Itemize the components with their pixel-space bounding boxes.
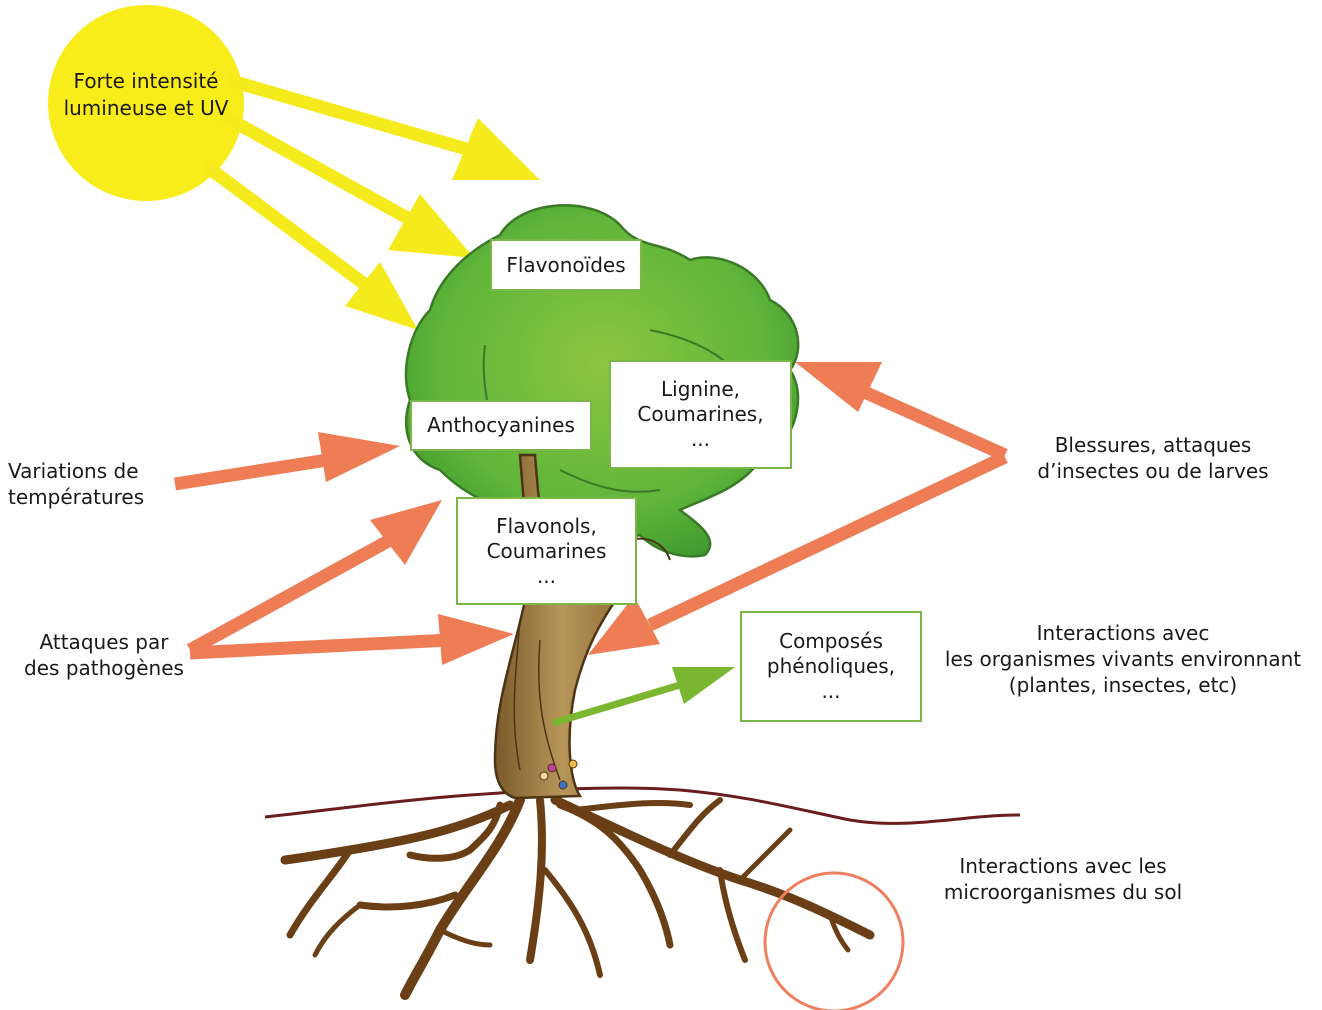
label-pathogenes-line1: Attaques par [39, 630, 169, 654]
label-pathogenes-line2: des pathogènes [24, 656, 184, 680]
sun-label-line2: lumineuse et UV [63, 96, 229, 120]
box-flavonoides-line: Flavonoïdes [506, 252, 626, 277]
roots [280, 795, 875, 1000]
box-flavonols-line1: Flavonols, [496, 513, 597, 538]
box-composes: Composés phénoliques, ... [740, 611, 922, 722]
box-flavonols-line3: ... [536, 563, 557, 588]
soil-line [264, 786, 1021, 825]
sun-arrows [201, 73, 540, 330]
label-blessures: Blessures, attaques d’insectes ou de lar… [1015, 432, 1291, 484]
box-lignine-line2: Coumarines, [637, 402, 764, 426]
label-interactions-vivants-line2: les organismes vivants environnant [944, 647, 1302, 671]
box-lignine-line1: Lignine, [661, 377, 740, 401]
green-arrow [551, 667, 735, 727]
box-flavonols: Flavonols, Coumarines ... [456, 497, 637, 605]
label-interactions-sol-line2: microorganismes du sol [943, 880, 1183, 904]
sun-label: Forte intensité lumineuse et UV [48, 68, 244, 122]
label-interactions-vivants-line1: Interactions avec [1036, 621, 1210, 645]
label-interactions-sol-line1: Interactions avec les [959, 854, 1167, 878]
label-interactions-sol: Interactions avec les microorganismes du… [920, 853, 1206, 905]
box-anthocyanines: Anthocyanines [410, 400, 592, 451]
box-lignine: Lignine, Coumarines, ... [609, 360, 792, 469]
phenolic-dots [539, 759, 578, 790]
box-flavonols-line2: Coumarines [486, 538, 607, 563]
box-composes-line2: phénoliques, [766, 654, 896, 678]
sun-label-line1: Forte intensité [73, 69, 219, 93]
sun [48, 5, 244, 201]
label-pathogenes: Attaques par des pathogènes [14, 629, 194, 681]
label-blessures-line2: d’insectes ou de larves [1037, 459, 1269, 483]
label-temperatures: Variations de températures [8, 458, 144, 510]
box-lignine-line3: ... [690, 427, 711, 451]
stress-arrows [173, 362, 1008, 665]
label-temperatures-line2: températures [8, 485, 145, 509]
box-composes-line1: Composés [779, 629, 883, 653]
soil-microorganism-circle [763, 871, 905, 1010]
box-flavonoides: Flavonoïdes [490, 239, 642, 291]
label-blessures-line1: Blessures, attaques [1054, 433, 1252, 457]
label-interactions-vivants: Interactions avec les organismes vivants… [926, 620, 1320, 698]
label-temperatures-line1: Variations de [8, 459, 139, 483]
box-composes-line3: ... [821, 679, 841, 703]
label-interactions-vivants-line3: (plantes, insectes, etc) [1008, 673, 1238, 697]
box-anthocyanines-line: Anthocyanines [427, 413, 575, 437]
